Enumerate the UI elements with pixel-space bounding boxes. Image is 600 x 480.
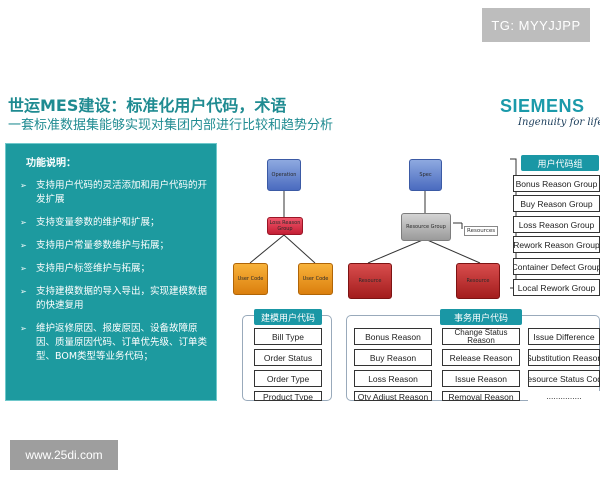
code-item[interactable]: Bonus Reason [354, 328, 432, 345]
operation-node: Operation [267, 159, 301, 191]
code-item[interactable]: Loss Reason [354, 370, 432, 387]
code-item[interactable]: Local Rework Group [513, 279, 600, 296]
user-code-group-title: 用户代码组 [521, 155, 599, 171]
code-item[interactable]: Container Defect Group [513, 258, 600, 275]
resource-group-node: Resource Group [401, 213, 451, 241]
code-item[interactable]: Loss Reason Group [513, 216, 600, 233]
arrow-bullet-icon: ➢ [20, 264, 27, 273]
resources-callout: Resources [464, 226, 499, 236]
panel-heading: 功能说明： [26, 158, 76, 169]
code-item[interactable]: Issue Reason [442, 370, 520, 387]
loss-reason-group-node: Loss Reason Group [267, 217, 303, 235]
brand-tagline: Ingenuity for life [518, 117, 600, 128]
arrow-bullet-icon: ➢ [20, 241, 27, 250]
code-item: ............... [528, 391, 600, 401]
code-item[interactable]: Resource Status Code [528, 370, 600, 387]
modeling-codes-title: 建模用户代码 [254, 309, 322, 325]
code-item[interactable]: Bonus Reason Group [513, 175, 600, 192]
slide-subtitle: 一套标准数据集能够实现对集团内部进行比较和趋势分析 [8, 118, 334, 133]
code-item[interactable]: Rework Reason Group [513, 236, 600, 253]
code-item[interactable]: Issue Difference [528, 328, 600, 345]
code-item[interactable]: Order Status [254, 349, 322, 366]
code-item[interactable]: Buy Reason Group [513, 195, 600, 212]
resource-node: Resource [456, 263, 500, 299]
function-description-panel: 功能说明： ➢支持用户代码的灵活添加和用户代码的开发扩展 ➢支持变量参数的维护和… [5, 143, 217, 401]
brand-logo: SIEMENS [500, 96, 585, 116]
arrow-bullet-icon: ➢ [20, 287, 27, 296]
bullet-item: ➢维护返修原因、报废原因、设备故障原因、质量原因代码、订单优先级、订单类型、BO… [14, 322, 208, 364]
code-structure-diagram: Operation Loss Reason Group User Code Us… [220, 143, 600, 401]
bullet-item: ➢支持用户常量参数维护与拓展； [14, 239, 208, 253]
slide-content: 功能说明： ➢支持用户代码的灵活添加和用户代码的开发扩展 ➢支持变量参数的维护和… [5, 143, 600, 401]
watermark-top: TG: MYYJJPP [482, 8, 590, 42]
resource-node: Resource [348, 263, 392, 299]
bullet-item: ➢支持用户代码的灵活添加和用户代码的开发扩展 [14, 179, 208, 207]
bullet-item: ➢支持变量参数的维护和扩展； [14, 216, 208, 230]
arrow-bullet-icon: ➢ [20, 181, 27, 190]
slide-title: 世运MES建设：标准化用户代码，术语 [8, 96, 287, 115]
code-item[interactable]: Substitution Reason [528, 349, 600, 366]
code-item[interactable]: Order Type [254, 370, 322, 387]
code-item[interactable]: Qty Adjust Reason [354, 391, 432, 401]
code-item[interactable]: Bill Type [254, 328, 322, 345]
user-code-node: User Code [233, 263, 268, 295]
user-code-node: User Code [298, 263, 333, 295]
code-item[interactable]: Change Status Reason [442, 328, 520, 345]
code-item[interactable]: Removal Reason [442, 391, 520, 401]
arrow-bullet-icon: ➢ [20, 218, 27, 227]
bullet-item: ➢支持用户标签维护与拓展； [14, 262, 208, 276]
code-item[interactable]: Buy Reason [354, 349, 432, 366]
bullet-item: ➢支持建模数据的导入导出，实现建模数据的快速复用 [14, 285, 208, 313]
code-item[interactable]: Release Reason [442, 349, 520, 366]
arrow-bullet-icon: ➢ [20, 324, 27, 333]
transaction-codes-title: 事务用户代码 [440, 309, 522, 325]
spec-node: Spec [409, 159, 442, 191]
watermark-bottom: www.25di.com [10, 440, 118, 470]
code-item[interactable]: Product Type [254, 391, 322, 401]
